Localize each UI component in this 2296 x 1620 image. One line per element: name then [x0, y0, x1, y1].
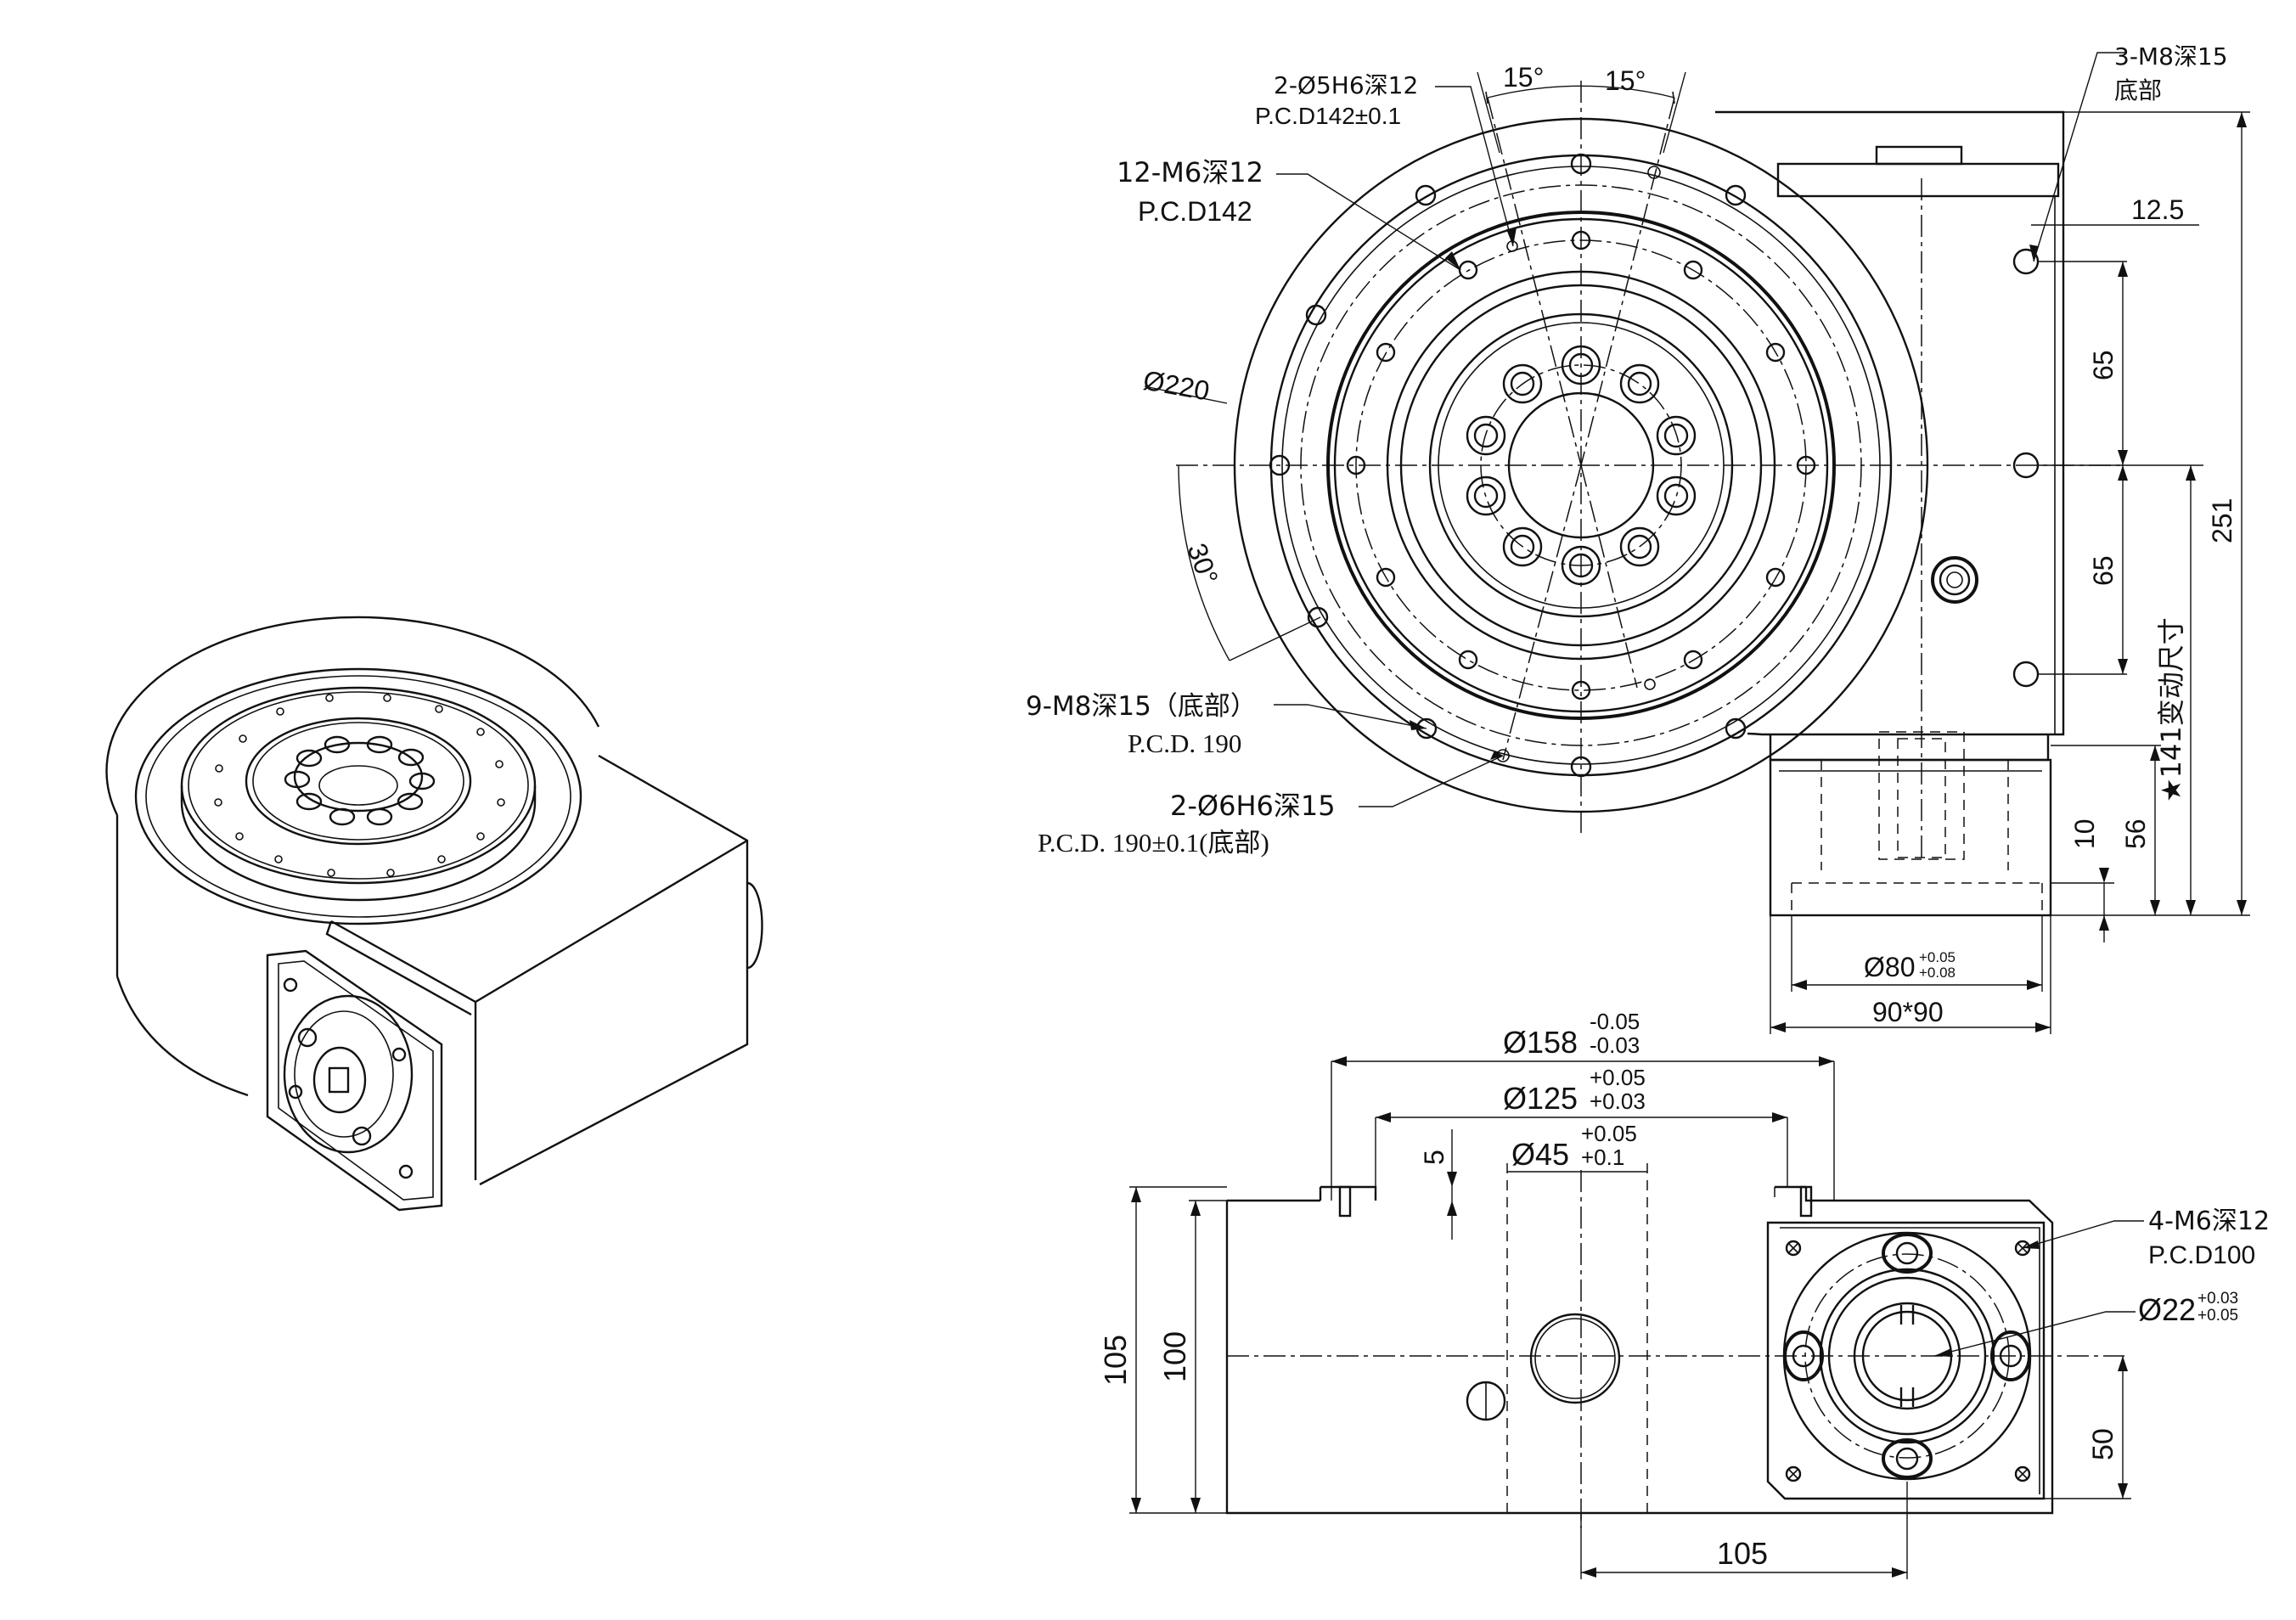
hole-m8-top-label: 3-M8深15 — [2114, 42, 2228, 70]
dim-158-lower: -0.03 — [1590, 1032, 1640, 1058]
hole-m6-label: 12-M6深12 — [1117, 156, 1263, 188]
dim-105-width-label: 105 — [1717, 1536, 1768, 1571]
dim-125-label: Ø125 +0.05 +0.03 — [1503, 1065, 1646, 1116]
dim-22-base: Ø22 — [2138, 1292, 2196, 1327]
hole-5h6-label: 2-Ø5H6深12 — [1274, 71, 1418, 99]
angle-bottom-label: 30° — [1181, 539, 1224, 588]
dim-45-base: Ø45 — [1511, 1137, 1569, 1172]
dim-158-upper: -0.05 — [1590, 1009, 1640, 1034]
dim-80-lower: +0.08 — [1919, 965, 1956, 981]
top-view — [1176, 71, 2123, 917]
front-view — [1225, 1163, 2124, 1528]
dim-5-label: 5 — [1419, 1150, 1449, 1165]
iso-disk-holes — [284, 735, 436, 826]
dim-56-label: 56 — [2120, 818, 2151, 849]
angle-right-label: 15° — [1605, 65, 1646, 96]
arrowheads — [1131, 112, 2247, 1578]
dim-125-upper: +0.05 — [1590, 1065, 1646, 1090]
hole-m8-bottom-label: 9-M8深15（底部） — [1026, 691, 1257, 722]
dim-45-lower: +0.1 — [1581, 1145, 1624, 1170]
dim-45-label: Ø45 +0.05 +0.1 — [1511, 1121, 1637, 1172]
dimension-lines — [1129, 52, 2250, 1579]
dim-251-label: 251 — [2207, 498, 2237, 543]
dim-80-upper: +0.05 — [1919, 949, 1956, 965]
flange-slot-holes — [1783, 1233, 2031, 1479]
top-inner-holes — [1466, 345, 1697, 586]
dim-10-label: 10 — [2069, 818, 2100, 849]
hole-m8-top-note-label: 底部 — [2114, 76, 2162, 104]
dim-22-upper: +0.03 — [2198, 1290, 2238, 1308]
dim-158-base: Ø158 — [1503, 1025, 1578, 1060]
dim-65-upper-label: 65 — [2088, 350, 2119, 380]
dim-141-label: ★141变动尺寸 — [2155, 617, 2187, 802]
hole-6h6-pcd-label: P.C.D. 190±0.1(底部) — [1038, 828, 1269, 858]
hole-m6-flange-pcd-label: P.C.D100 — [2148, 1241, 2255, 1269]
dim-22-lower: +0.05 — [2198, 1307, 2238, 1325]
hole-5h6-pcd-label: P.C.D142±0.1 — [1255, 103, 1401, 129]
dim-45-upper: +0.05 — [1581, 1121, 1637, 1146]
dim-100-label: 100 — [1157, 1331, 1192, 1382]
dia-220-label: Ø220 — [1141, 364, 1212, 406]
hole-6h6-label: 2-Ø6H6深15 — [1170, 790, 1336, 822]
dim-105-height-label: 105 — [1098, 1335, 1133, 1386]
angle-left-label: 15° — [1503, 62, 1544, 93]
isometric-view — [105, 616, 763, 1212]
dim-158-label: Ø158 -0.05 -0.03 — [1503, 1009, 1640, 1060]
hole-m6-flange-label: 4-M6深12 — [2148, 1207, 2270, 1236]
dim-90x90-label: 90*90 — [1872, 997, 1944, 1027]
hole-m8-bottom-pcd-label: P.C.D. 190 — [1128, 728, 1241, 758]
dim-125-lower: +0.03 — [1590, 1088, 1646, 1114]
iso-ring-holes — [214, 694, 505, 877]
dim-22-label: Ø22 +0.03 +0.05 — [2138, 1290, 2238, 1327]
top-m6-holes — [1346, 230, 1816, 700]
dim-12-5-label: 12.5 — [2131, 194, 2184, 225]
dim-80-base: Ø80 — [1864, 952, 1915, 982]
dim-125-base: Ø125 — [1503, 1081, 1578, 1116]
dim-65-lower-label: 65 — [2088, 555, 2119, 586]
dim-50-label: 50 — [2087, 1428, 2119, 1460]
dim-80-label: Ø80 +0.05 +0.08 — [1864, 949, 1956, 982]
hole-m6-pcd-label: P.C.D142 — [1138, 196, 1252, 227]
